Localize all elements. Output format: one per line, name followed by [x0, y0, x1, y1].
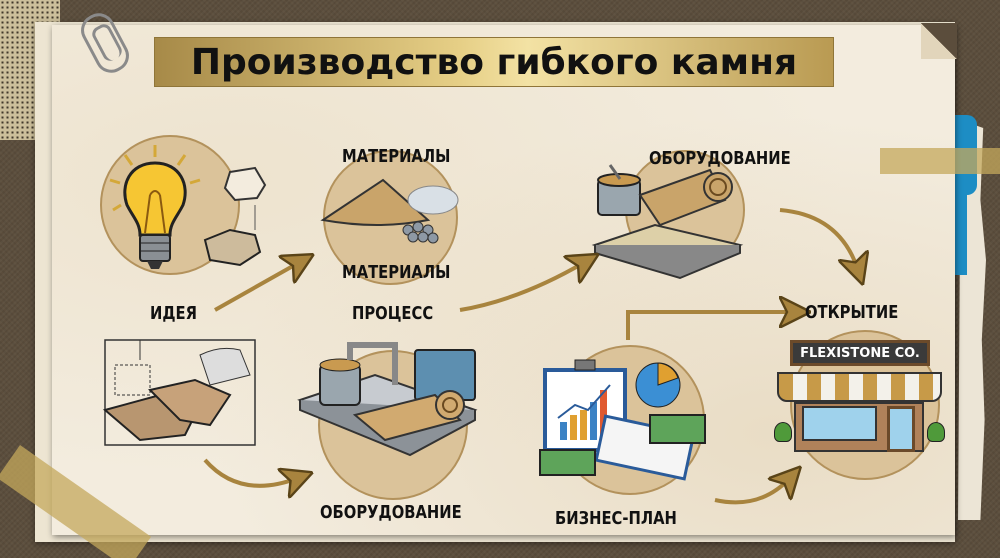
- awning: [777, 372, 942, 402]
- label-opening: ОТКРЫТИЕ: [805, 302, 899, 323]
- label-business-plan: БИЗНЕС-ПЛАН: [555, 508, 677, 529]
- arrow-equipment-to-opening: [779, 208, 858, 270]
- arrow-process-to-equipment: [459, 262, 585, 312]
- label-idea: ИДЕЯ: [150, 303, 197, 324]
- blue-tab: [955, 195, 967, 275]
- arrow-idea-to-materials: [214, 262, 300, 312]
- plant-icon: [774, 422, 792, 442]
- masking-tape: [880, 148, 1000, 174]
- shop-sign-text: FLEXISTONE CO.: [800, 345, 920, 361]
- business-plan-icon: [539, 359, 706, 481]
- shop-window: [802, 406, 877, 441]
- plant-icon: [927, 422, 945, 442]
- folded-corner: [921, 23, 957, 59]
- label-materials-bottom: МАТЕРИАЛЫ: [342, 262, 451, 283]
- arrow-sketch-to-equipment: [203, 458, 298, 486]
- page-title: Производство гибкого камня: [190, 41, 798, 83]
- stone-sketch-diagram-icon: [102, 339, 256, 446]
- shop-door: [887, 406, 915, 452]
- arrow-business-to-opening: [626, 312, 795, 340]
- arrow-business-to-shop: [714, 478, 790, 505]
- production-machine-icon: [297, 342, 478, 457]
- title-banner: Производство гибкого камня: [154, 37, 834, 87]
- flexible-stone-roll-icon: [591, 164, 744, 280]
- label-process: ПРОЦЕСС: [352, 303, 434, 324]
- shop-sign: FLEXISTONE CO.: [790, 340, 930, 366]
- stone-sketch-icon: [203, 166, 267, 267]
- label-equipment-top: ОБОРУДОВАНИЕ: [649, 148, 791, 169]
- lightbulb-icon: [109, 145, 201, 269]
- label-materials-top: МАТЕРИАЛЫ: [342, 146, 451, 167]
- label-equipment-bottom: ОБОРУДОВАНИЕ: [320, 502, 462, 523]
- sand-pile-icon: [320, 178, 459, 244]
- storefront-icon: FLEXISTONE CO.: [772, 330, 947, 455]
